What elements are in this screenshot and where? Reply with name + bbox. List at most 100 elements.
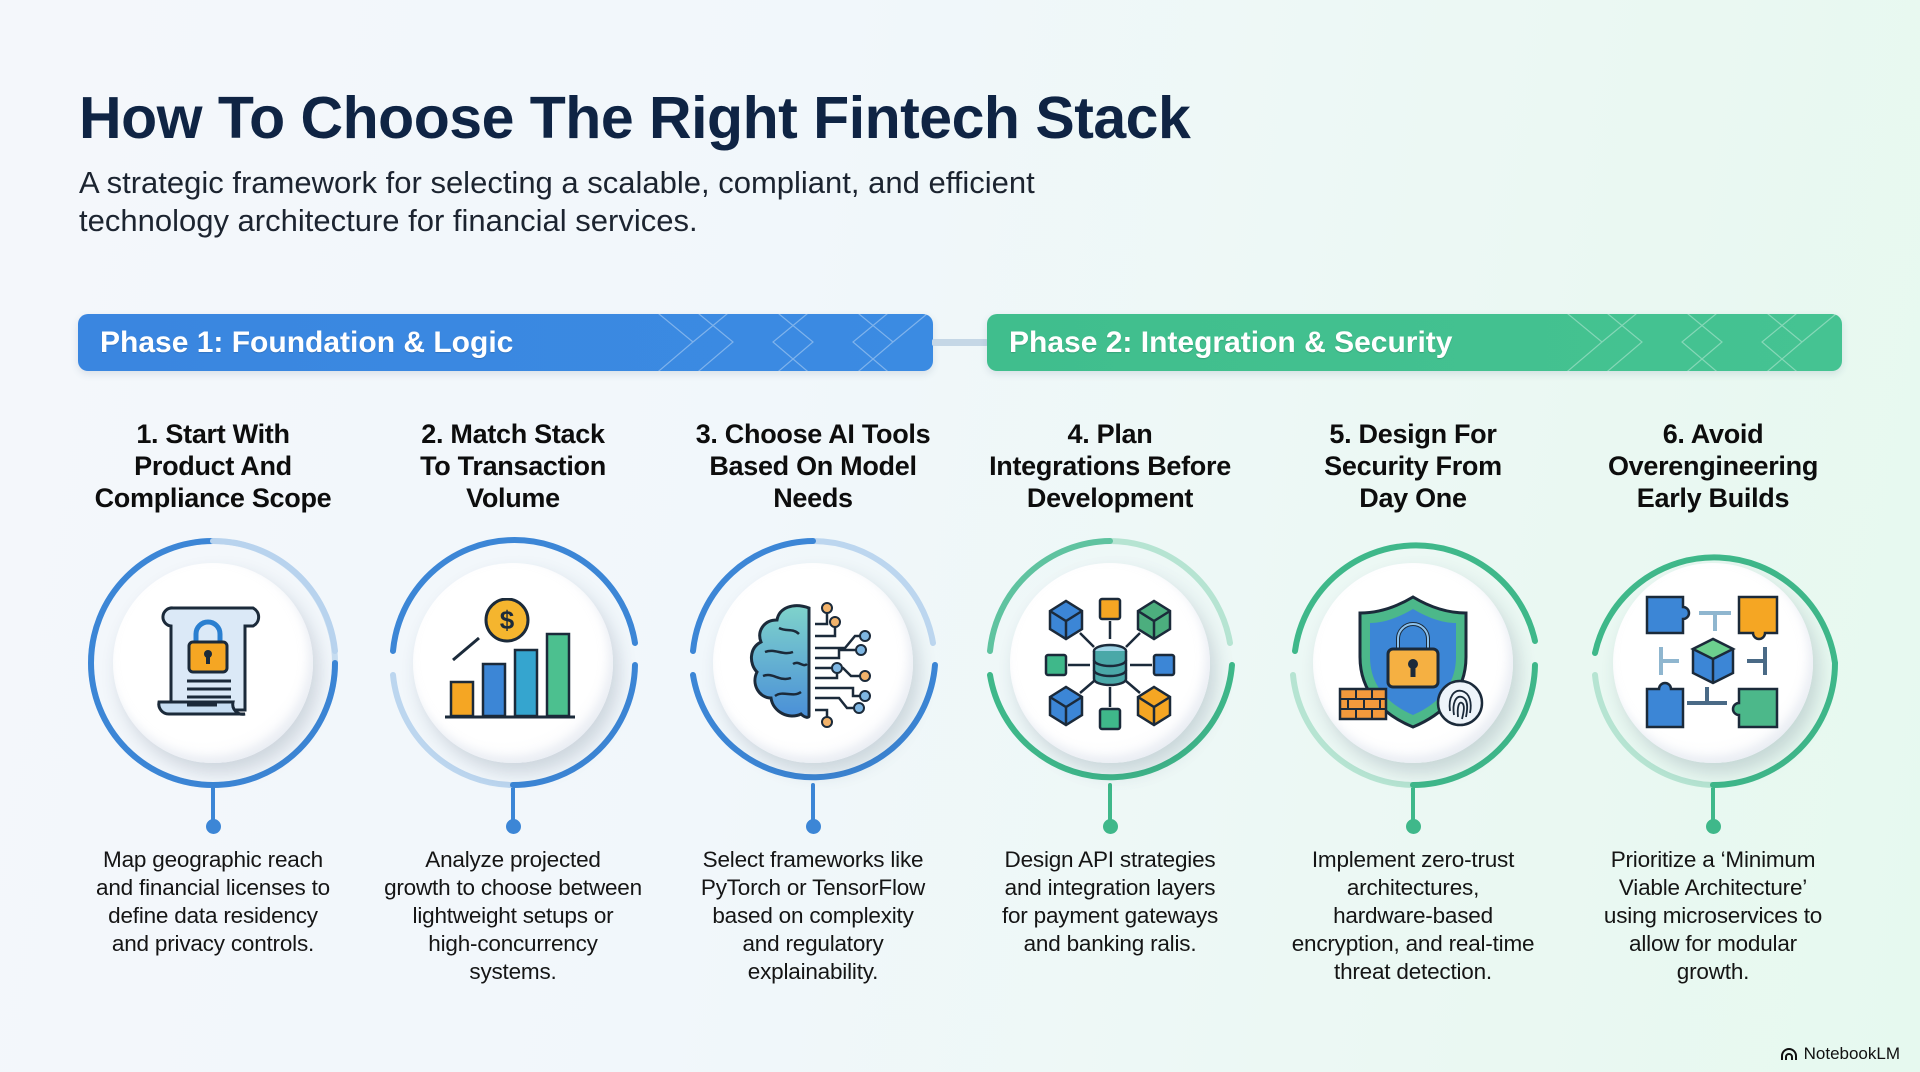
subtitle-line: technology architecture for financial se… [79,203,698,238]
icon-disc [113,563,313,763]
icon-disc: $ [413,563,613,763]
description-line: lightweight setups or [412,903,614,928]
step-heading: 2. Match Stack To Transaction Volume [368,418,658,518]
description-line: Design API strategies [1004,847,1216,872]
connector-stem [1108,783,1112,823]
security-shield-lock-icon [1338,595,1484,729]
description-line: hardware-based [1333,903,1493,928]
step-1: 1. Start With Product And Compliance Sco… [68,418,358,958]
description-line: threat detection. [1334,959,1492,984]
step-description: Map geographic reach and financial licen… [68,846,358,958]
heading-line: Security From [1324,451,1502,481]
heading-line: 6. Avoid [1662,419,1764,449]
connector-stem [511,783,515,823]
watermark-label: NotebookLM [1803,1044,1900,1063]
phase-connector [932,339,988,346]
icon-disc [1613,563,1813,763]
icon-ring: $ [383,533,643,793]
icon-ring [1283,533,1543,793]
description-line: and integration layers [1004,875,1216,900]
progress-ring [390,537,638,788]
heading-line: Based On Model [709,451,917,481]
description-line: Analyze projected [425,847,601,872]
step-description: Select frameworks like PyTorch or Tensor… [668,846,958,986]
description-line: and banking ralis. [1023,931,1197,956]
heading-line: Overengineering [1607,451,1819,481]
description-line: using microservices to [1603,903,1823,928]
heading-line: 5. Design For [1329,419,1497,449]
modular-puzzle-cube-icon [1645,595,1779,729]
description-line: and regulatory [742,931,884,956]
connector-dot [205,819,221,834]
description-line: Map geographic reach [103,847,323,872]
description-line: and privacy controls. [111,931,315,956]
description-line: high-concurrency [428,931,598,956]
step-description: Implement zero-trust architectures, hard… [1268,846,1558,986]
progress-ring [690,538,938,781]
ai-brain-circuit-icon [750,602,871,728]
notebooklm-logo-icon [1780,1048,1797,1060]
step-heading: 1. Start With Product And Compliance Sco… [68,418,358,518]
step-3: 3. Choose AI Tools Based On Model Needs [668,418,958,986]
description-line: Viable Architecture’ [1618,875,1808,900]
description-line: Select frameworks like [702,847,924,872]
connector-dot [1405,819,1421,834]
progress-ring [88,537,338,788]
heading-line: Product And [134,451,292,481]
heading-line: 4. Plan [1067,419,1153,449]
step-heading: 3. Choose AI Tools Based On Model Needs [668,418,958,518]
description-line: allow for modular [1629,931,1797,956]
connector-stem [1411,783,1415,823]
step-description: Design API strategies and integration la… [965,846,1255,958]
heading-line: Compliance Scope [94,483,332,513]
description-line: for payment gateways [1001,903,1219,928]
connector-stem [211,783,215,823]
connector-stem [1711,783,1715,823]
connector-dot [505,819,521,834]
notebooklm-watermark: NotebookLM [1780,1044,1900,1064]
heading-line: Day One [1359,483,1467,513]
connector-stem [811,783,815,823]
icon-ring [83,533,343,793]
heading-line: 3. Choose AI Tools [695,419,931,449]
phase-2-banner: Phase 2: Integration & Security [987,314,1842,371]
heading-line: Development [1026,483,1194,513]
description-line: growth to choose between [384,875,642,900]
heading-line: 2. Match Stack [421,419,605,449]
description-line: Implement zero-trust [1311,847,1515,872]
description-line: based on complexity [712,903,914,928]
icon-ring [1583,533,1843,793]
progress-ring [987,538,1235,781]
page-subtitle: A strategic framework for selecting a sc… [79,164,1179,240]
growth-bar-chart-dollar-icon: $ [445,598,575,719]
phase-1-label: Phase 1: Foundation & Logic [100,325,514,359]
icon-ring [980,533,1240,793]
step-2: 2. Match Stack To Transaction Volume $ A… [368,418,658,986]
phase-1-banner: Phase 1: Foundation & Logic [78,314,933,371]
description-line: define data residency [108,903,318,928]
connector-dot [1705,819,1721,834]
description-line: Prioritize a ‘Minimum [1610,847,1816,872]
locked-document-icon [157,606,261,716]
svg-text:$: $ [500,605,515,635]
diamond-pattern-decoration [657,314,928,371]
step-description: Prioritize a ‘Minimum Viable Architectur… [1568,846,1858,986]
step-heading: 6. Avoid Overengineering Early Builds [1568,418,1858,518]
step-heading: 4. Plan Integrations Before Development [965,418,1255,518]
step-4: 4. Plan Integrations Before Development [965,418,1255,958]
connector-dot [805,819,821,834]
progress-ring [1592,554,1838,788]
page-title: How To Choose The Right Fintech Stack [79,85,1191,151]
icon-disc [1010,563,1210,763]
step-5: 5. Design For Security From Day One [1268,418,1558,986]
heading-line: Needs [773,483,853,513]
phase-2-label: Phase 2: Integration & Security [1009,325,1453,359]
heading-line: To Transaction [420,451,606,481]
progress-ring [1290,542,1538,788]
description-line: encryption, and real-time [1291,931,1535,956]
description-line: and financial licenses to [96,875,330,900]
description-line: architectures, [1346,875,1480,900]
heading-line: Volume [466,483,560,513]
connector-dot [1102,819,1118,834]
description-line: explainability. [747,959,879,984]
